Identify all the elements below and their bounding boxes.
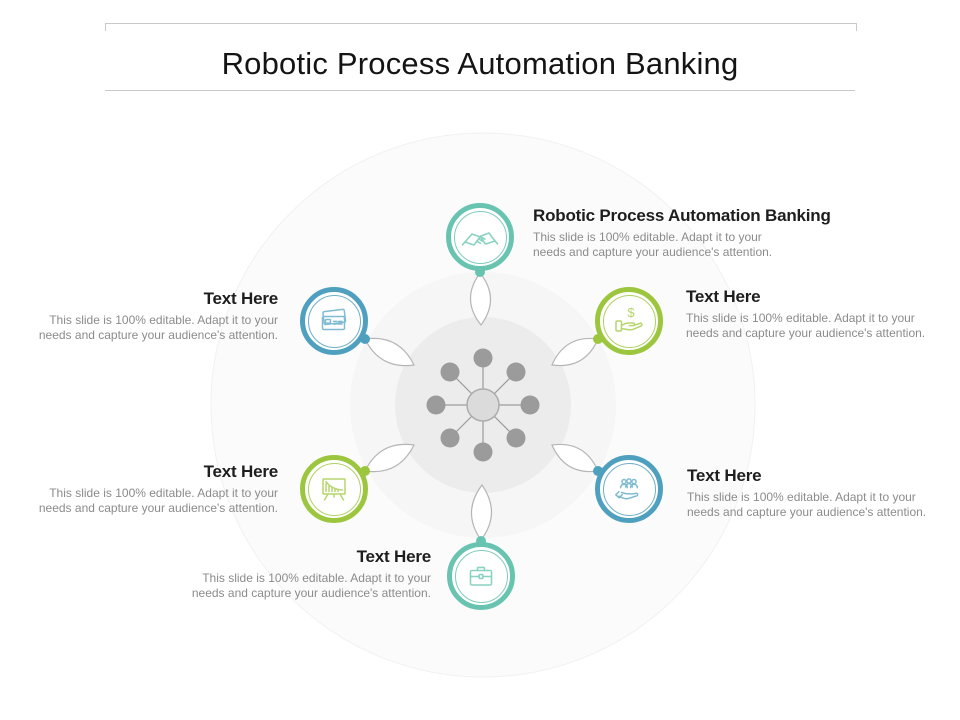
node-inner-circle bbox=[454, 549, 508, 603]
node-desc-line2: needs and capture your audience's attent… bbox=[686, 326, 926, 340]
briefcase-icon bbox=[469, 566, 493, 586]
node-inner-circle bbox=[307, 462, 361, 516]
svg-text:$: $ bbox=[627, 305, 635, 320]
text-block-upper-left: Text Here This slide is 100% editable. A… bbox=[28, 288, 278, 343]
node-heading: Text Here bbox=[203, 462, 279, 481]
petal-top bbox=[469, 272, 492, 326]
node-circle-upper-left bbox=[300, 287, 368, 355]
page-title: Robotic Process Automation Banking bbox=[221, 46, 739, 81]
node-inner-circle bbox=[453, 210, 507, 264]
hub-center-circle bbox=[466, 388, 500, 422]
title-box-top-rule bbox=[105, 23, 857, 31]
node-desc-line1: This slide is 100% editable. Adapt it to… bbox=[533, 230, 762, 244]
node-heading: Robotic Process Automation Banking bbox=[533, 206, 831, 225]
handshake-icon bbox=[461, 232, 499, 246]
text-block-upper-right: Text Here This slide is 100% editable. A… bbox=[686, 286, 925, 341]
title-underline-rule bbox=[105, 90, 855, 91]
petal-upper-right bbox=[551, 337, 599, 367]
text-block-bottom: Text Here This slide is 100% editable. A… bbox=[181, 546, 431, 601]
petal-upper-left bbox=[364, 337, 415, 367]
node-desc-line1: This slide is 100% editable. Adapt it to… bbox=[686, 311, 915, 325]
petal-connectors bbox=[364, 272, 599, 542]
node-heading: Text Here bbox=[203, 289, 279, 308]
node-desc-line2: needs and capture your audience's attent… bbox=[38, 328, 278, 342]
petal-lower-left bbox=[364, 443, 415, 473]
node-desc-line2: needs and capture your audience's attent… bbox=[38, 501, 278, 515]
petal-lower-right bbox=[551, 443, 599, 473]
text-block-lower-right: Text Here This slide is 100% editable. A… bbox=[687, 465, 926, 520]
node-circle-lower-left bbox=[300, 455, 368, 523]
credit-cards-icon bbox=[321, 308, 347, 331]
node-inner-circle: $ bbox=[602, 294, 656, 348]
node-heading: Text Here bbox=[356, 547, 432, 566]
petal-bottom bbox=[470, 483, 493, 542]
node-desc-line1: This slide is 100% editable. Adapt it to… bbox=[687, 490, 916, 504]
people-hand-icon bbox=[615, 478, 639, 500]
node-desc-line1: This slide is 100% editable. Adapt it to… bbox=[49, 313, 278, 327]
node-circle-bottom bbox=[447, 542, 515, 610]
node-desc-line2: needs and capture your audience's attent… bbox=[191, 586, 431, 600]
node-desc-line2: needs and capture your audience's attent… bbox=[533, 245, 773, 259]
node-desc-line1: This slide is 100% editable. Adapt it to… bbox=[202, 571, 431, 585]
node-inner-circle bbox=[307, 294, 361, 348]
hub-dots bbox=[426, 348, 540, 462]
node-inner-circle bbox=[602, 462, 656, 516]
text-block-top: Robotic Process Automation Banking This … bbox=[533, 205, 831, 260]
dollar-hand-icon: $ bbox=[615, 305, 643, 332]
node-circle-top bbox=[446, 203, 514, 271]
node-heading: Text Here bbox=[686, 287, 761, 306]
node-desc-line2: needs and capture your audience's attent… bbox=[687, 505, 927, 519]
node-desc-line1: This slide is 100% editable. Adapt it to… bbox=[49, 486, 278, 500]
text-block-lower-left: Text Here This slide is 100% editable. A… bbox=[28, 461, 278, 516]
node-circle-upper-right: $ bbox=[595, 287, 663, 355]
chart-easel-icon bbox=[322, 478, 346, 501]
node-circle-lower-right bbox=[595, 455, 663, 523]
node-heading: Text Here bbox=[687, 466, 762, 485]
